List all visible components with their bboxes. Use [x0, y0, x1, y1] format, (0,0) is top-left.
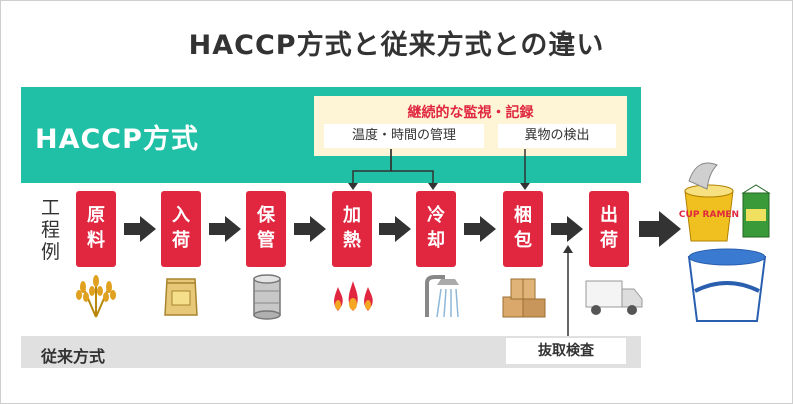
connector-line-cooling: [391, 170, 434, 184]
delivery-truck-icon: [585, 280, 643, 315]
flow-arrow-5: [464, 216, 496, 242]
wheat-icon: [76, 275, 116, 318]
connector-arrowhead-packing: [520, 183, 530, 190]
process-example-label: 工 程 例: [41, 197, 61, 263]
connector-line-heating: [352, 149, 392, 184]
step-receiving: 入荷: [161, 191, 201, 267]
food-products-icon: CUP RAMEN: [679, 162, 771, 322]
step-shipping: 出荷: [589, 191, 629, 267]
flame-icon: [334, 281, 373, 311]
flour-sack-icon: [164, 278, 198, 316]
step-storage: 保管: [246, 191, 286, 267]
sampling-inspection-label: 抜取検査: [506, 338, 626, 364]
cup-ramen-label: CUP RAMEN: [679, 210, 739, 220]
step-raw-material: 原料: [76, 191, 116, 267]
cardboard-boxes-icon: [502, 278, 546, 318]
step-heating: 加熱: [332, 191, 372, 267]
flow-arrow-6: [551, 216, 583, 242]
monitoring-title: 継続的な監視・記録: [407, 105, 534, 121]
flow-arrow-4: [379, 216, 411, 242]
foreign-matter-detection-label: 異物の検出: [498, 124, 616, 148]
step-packing: 梱包: [503, 191, 543, 267]
diagram-title: HACCP方式と従来方式との違い: [188, 30, 605, 61]
connector-arrowhead-cooling: [428, 183, 438, 190]
shower-cooling-icon: [425, 275, 459, 318]
step-cooling: 冷却: [416, 191, 456, 267]
flow-arrow-final: [639, 211, 681, 247]
connector-arrowhead-heating: [348, 183, 358, 190]
connector-arrowhead-inspection: [563, 245, 573, 253]
storage-drum-icon: [253, 274, 281, 320]
flow-arrow-3: [294, 216, 326, 242]
traditional-label: 従来方式: [41, 347, 106, 366]
haccp-label: HACCP方式: [35, 124, 199, 155]
temp-time-control-label: 温度・時間の管理: [324, 124, 484, 148]
flow-arrow-2: [209, 216, 241, 242]
flow-arrow-1: [124, 216, 156, 242]
